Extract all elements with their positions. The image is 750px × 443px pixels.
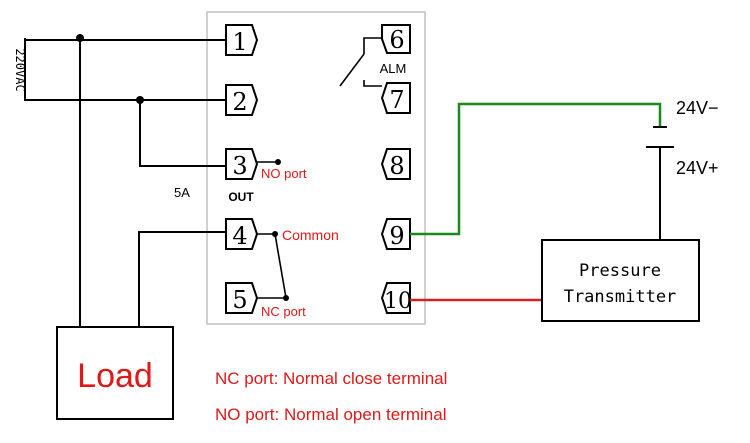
transmitter-line1: Pressure xyxy=(579,261,661,281)
nc-port-label: NC port xyxy=(261,304,306,319)
terminal-7: 7 xyxy=(380,82,411,114)
junction-dot xyxy=(136,96,144,104)
green-signal-wire xyxy=(410,102,662,236)
svg-text:6: 6 xyxy=(389,26,404,54)
svg-text:8: 8 xyxy=(389,152,404,180)
v-plus-label: 24V+ xyxy=(676,158,719,178)
no-port-label: NO port xyxy=(261,166,307,181)
svg-text:10: 10 xyxy=(384,289,412,314)
alarm-label: ALM xyxy=(380,61,407,76)
terminal-1: 1 xyxy=(225,24,259,56)
common-contact-dot xyxy=(272,231,278,237)
terminal-3: 3 xyxy=(225,148,259,180)
terminal-6: 6 xyxy=(381,24,411,54)
current-label: 5A xyxy=(174,185,190,200)
dc-supply xyxy=(646,126,674,240)
supply-wiring xyxy=(24,38,226,328)
relay-contacts xyxy=(257,37,382,299)
v-minus-label: 24V− xyxy=(676,98,719,118)
terminal-10: 10 xyxy=(380,282,412,314)
svg-text:3: 3 xyxy=(232,152,247,180)
common-label: Common xyxy=(282,227,339,243)
svg-text:2: 2 xyxy=(232,88,247,116)
legend-no: NO port: Normal open terminal xyxy=(215,405,446,424)
terminal-8: 8 xyxy=(380,148,411,180)
terminal-4: 4 xyxy=(225,218,259,250)
svg-text:9: 9 xyxy=(389,222,404,250)
svg-text:7: 7 xyxy=(389,86,404,114)
no-contact-dot xyxy=(275,159,281,165)
load-box xyxy=(56,326,174,420)
legend-nc: NC port: Normal close terminal xyxy=(215,369,447,388)
terminal-5: 5 xyxy=(225,282,259,314)
svg-text:1: 1 xyxy=(232,28,247,56)
supply-label: 220VAC xyxy=(13,48,27,91)
junction-dot xyxy=(76,34,84,42)
transmitter-line2: Transmitter xyxy=(564,287,677,307)
pressure-transmitter-box xyxy=(541,239,700,322)
out-label: OUT xyxy=(228,190,254,204)
load-label: Load xyxy=(77,357,153,395)
terminal-2: 2 xyxy=(225,84,259,116)
svg-text:5: 5 xyxy=(232,286,247,314)
svg-text:4: 4 xyxy=(232,222,247,250)
nc-contact-dot xyxy=(283,295,289,301)
terminal-9: 9 xyxy=(380,218,411,250)
